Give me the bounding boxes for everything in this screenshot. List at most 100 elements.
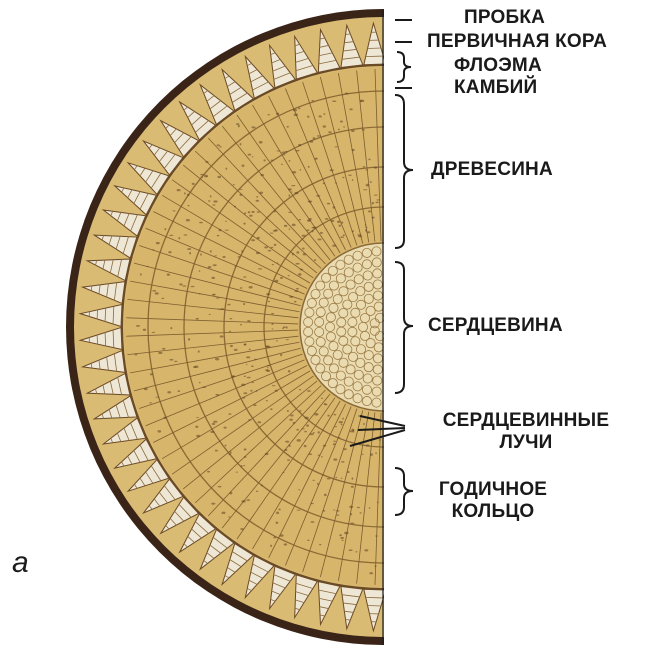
wood-speckle: [317, 135, 321, 136]
wood-speckle: [339, 534, 342, 536]
label-annual-ring-line1: ГОДИЧНОЕ: [418, 480, 568, 500]
wood-speckle: [302, 235, 306, 237]
wood-speckle: [270, 545, 272, 547]
wood-speckle: [227, 304, 230, 306]
wood-speckle: [288, 188, 292, 190]
wood-speckle: [251, 211, 254, 213]
wood-speckle: [288, 194, 290, 196]
wood-speckle: [327, 415, 329, 417]
wood-speckle: [299, 389, 301, 390]
wood-speckle: [225, 221, 227, 222]
wood-speckle: [140, 273, 142, 275]
wood-speckle: [274, 229, 278, 231]
wood-speckle: [274, 244, 277, 246]
wood-speckle: [356, 551, 358, 552]
wood-speckle: [246, 356, 250, 358]
wood-speckle: [292, 171, 296, 174]
wood-speckle: [273, 536, 276, 538]
wood-speckle: [182, 285, 186, 286]
wood-speckle: [308, 166, 310, 168]
wood-speckle: [274, 210, 276, 212]
wood-speckle: [337, 514, 340, 515]
wood-speckle: [351, 149, 354, 151]
wood-speckle: [342, 177, 344, 179]
wood-speckle: [291, 192, 293, 193]
wood-speckle: [341, 540, 343, 541]
wood-speckle: [249, 215, 252, 217]
wood-speckle: [323, 510, 326, 512]
wood-speckle: [217, 308, 220, 309]
wood-speckle: [286, 326, 288, 328]
wood-speckle: [284, 543, 287, 545]
wood-speckle: [282, 151, 286, 153]
wood-speckle: [357, 234, 361, 235]
wood-speckle: [217, 235, 219, 237]
wood-speckle: [288, 275, 290, 276]
wood-speckle: [377, 502, 379, 504]
wood-speckle: [276, 340, 278, 341]
wood-speckle: [302, 248, 305, 250]
wood-speckle: [248, 419, 252, 420]
wood-speckle: [312, 230, 314, 232]
wood-speckle: [306, 424, 309, 426]
wood-speckle: [242, 397, 245, 399]
wood-speckle: [350, 513, 352, 515]
wood-speckle: [277, 262, 279, 263]
wood-speckle: [267, 365, 270, 366]
wood-speckle: [212, 294, 216, 296]
wood-speckle: [243, 344, 246, 345]
wood-speckle: [241, 384, 245, 386]
wood-speckle: [333, 509, 335, 510]
wood-speckle: [342, 417, 344, 419]
wood-speckle: [334, 146, 338, 147]
wood-speckle: [284, 225, 287, 227]
wood-speckle: [318, 431, 320, 434]
wood-speckle: [285, 441, 289, 443]
wood-speckle: [241, 465, 243, 467]
wood-speckle: [270, 233, 274, 234]
wood-speckle: [263, 159, 265, 161]
wood-speckle: [366, 444, 370, 446]
wood-speckle: [332, 245, 336, 247]
label-pith: СЕРДЦЕВИНА: [428, 316, 563, 336]
wood-speckle: [274, 280, 278, 283]
wood-speckle: [248, 154, 252, 156]
wood-speckle: [165, 228, 167, 230]
wood-speckle: [311, 100, 314, 102]
label-medullary-rays-line1: СЕРДЦЕВИННЫЕ: [408, 411, 644, 431]
wood-speckle: [219, 229, 222, 231]
wood-speckle: [272, 385, 275, 386]
wood-speckle: [149, 402, 152, 403]
wood-speckle: [260, 174, 263, 176]
wood-speckle: [240, 528, 243, 530]
wood-speckle: [333, 458, 337, 460]
wood-speckle: [327, 203, 331, 205]
wood-speckle: [199, 222, 203, 224]
wood-speckle: [212, 423, 215, 425]
wood-speckle: [192, 183, 195, 185]
wood-speckle: [323, 125, 326, 127]
wood-speckle: [335, 477, 337, 478]
wood-speckle: [281, 164, 283, 165]
wood-speckle: [243, 276, 246, 277]
wood-speckle: [210, 195, 212, 197]
wood-speckle: [177, 189, 181, 191]
wood-speckle: [211, 503, 215, 505]
wood-speckle: [296, 263, 300, 265]
wood-speckle: [340, 236, 344, 238]
wood-speckle: [310, 433, 314, 435]
label-phloem: ФЛОЭМА: [454, 56, 542, 76]
wood-speckle: [352, 477, 354, 479]
wood-speckle: [289, 296, 293, 298]
panel-letter: a: [12, 546, 29, 580]
wood-speckle: [324, 494, 327, 497]
wood-speckle: [313, 137, 316, 139]
wood-speckle: [290, 414, 293, 416]
wood-speckle: [243, 223, 245, 225]
wood-speckle: [294, 192, 298, 194]
wood-speckle: [209, 314, 211, 315]
wood-speckle: [266, 400, 268, 402]
wood-speckle: [247, 377, 251, 379]
wood-speckle: [241, 500, 245, 502]
